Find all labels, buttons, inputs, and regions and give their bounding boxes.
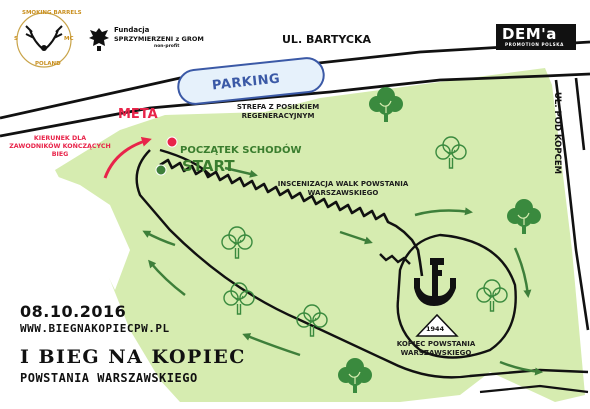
mound-triangle [415,313,459,337]
dema-logo: DEM'a PROMOTION POLSKA [496,24,576,50]
arrow-5 [499,360,543,376]
finish-direction-label: KIERUNEK DLA ZAWODNIKÓW KOŃCZĄCYCH BIEG [9,135,111,158]
street-bartycka-label: UL. BARTYCKA [282,33,372,46]
stairs-route [159,158,424,277]
road-pod-kopcem-outer [574,77,586,151]
parking-area [177,57,325,105]
riders-logo-left: S [14,36,18,42]
riders-logo-right: MC [64,36,74,42]
foundation-nonprofit: non-profit [154,44,180,49]
event-website[interactable]: WWW.BIEGNAKOPIECPW.PL [20,322,170,335]
event-subtitle: POWSTANIA WARSZAWSKIEGO [20,371,198,385]
dema-sub: PROMOTION POLSKA [505,42,564,47]
finish-arrow [103,136,152,179]
event-title: I BIEG NA KOPIEC [20,346,246,368]
arrow-3 [414,207,473,217]
road-pod-kopcem [554,79,590,331]
reenactment-label: INSCENIZACJA WALK POWSTANIA WARSZAWSKIEG… [277,180,409,197]
foundation-name: Fundacja [114,26,150,34]
arrow-2 [339,230,373,245]
arrow-7 [148,259,186,296]
road-loop [135,149,589,379]
foundation-name-2: SPRZYMIERZENI z GROM [114,35,204,43]
event-date: 08.10.2016 [20,302,127,321]
street-pod-kopcem-label: UL. POD KOPCEM [552,92,562,175]
start-marker [155,164,167,176]
mound-label: KOPIEC POWSTANIA WARSZAWSKIEGO [396,340,476,357]
year-label: 1944 [426,325,445,333]
antlers-icon [16,12,72,68]
start-label: START [182,157,235,175]
mound-loop [396,233,517,359]
arrow-6 [242,333,301,357]
stairs-start-label: POCZĄTEK SCHODÓW [180,145,302,156]
road-bartycka-lower [0,72,590,138]
finish-marker [166,136,178,148]
finish-label: META [118,107,158,122]
road-bottom [479,384,589,394]
regen-zone-label: STREFA Z POSIŁKIEM REGENERACYJNYM [236,103,320,120]
dema-name: DEM'a [502,25,557,43]
clearing [45,172,130,290]
eagle-icon [89,28,109,51]
arrow-8 [142,230,176,247]
riders-logo-top: SMOKING BARRELS [22,10,82,16]
anchor-icon [414,258,456,306]
road-loop-inner [159,148,211,176]
riders-logo: SMOKING BARRELS POLAND S MC [12,10,82,70]
stairs-route-lower [379,253,411,265]
arrow-1 [224,166,258,178]
riders-logo-bottom: POLAND [35,61,61,67]
arrow-4 [513,247,532,298]
foundation-logo: Fundacja SPRZYMIERZENI z GROM non-profit [88,24,204,54]
